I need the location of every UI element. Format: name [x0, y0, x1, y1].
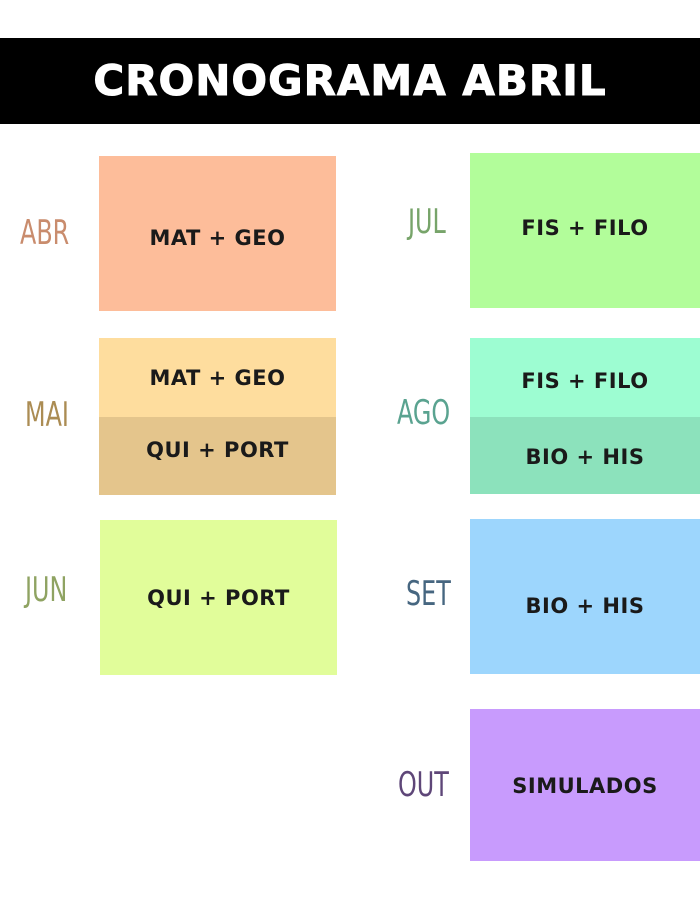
subject-label: QUI + PORT: [147, 585, 290, 610]
subject-segment: QUI + PORT: [100, 520, 337, 675]
subject-segment: BIO + HIS: [470, 417, 700, 494]
subject-segment: MAT + GEO: [99, 338, 336, 417]
schedule-block-out: SIMULADOS: [470, 709, 700, 861]
month-label-out: OUT: [398, 765, 449, 805]
header-banner: CRONOGRAMA ABRIL: [0, 38, 700, 124]
subject-segment: QUI + PORT: [99, 417, 336, 495]
schedule-block-mai: MAT + GEO QUI + PORT: [99, 338, 336, 495]
month-label-abr: ABR: [20, 213, 70, 253]
subject-label: MAT + GEO: [149, 365, 286, 390]
month-label-jun: JUN: [25, 570, 68, 610]
subject-label: QUI + PORT: [146, 438, 289, 462]
schedule-block-jun: QUI + PORT: [100, 520, 337, 675]
subject-segment: MAT + GEO: [99, 156, 336, 311]
subject-label: BIO + HIS: [525, 444, 645, 469]
page-title: CRONOGRAMA ABRIL: [93, 56, 607, 105]
subject-label: FIS + FILO: [521, 368, 649, 393]
subject-label: FIS + FILO: [521, 215, 649, 240]
schedule-block-jul: FIS + FILO: [470, 153, 700, 308]
month-label-ago: AGO: [397, 393, 451, 433]
subject-segment: FIS + FILO: [470, 338, 700, 417]
subject-label: BIO + HIS: [525, 593, 645, 618]
subject-segment: SIMULADOS: [470, 709, 700, 861]
schedule-block-abr: MAT + GEO: [99, 156, 336, 311]
subject-label: SIMULADOS: [512, 774, 658, 798]
subject-segment: BIO + HIS: [470, 519, 700, 674]
month-label-set: SET: [406, 574, 451, 614]
month-label-jul: JUL: [408, 202, 446, 242]
schedule-block-ago: FIS + FILO BIO + HIS: [470, 338, 700, 494]
month-label-mai: MAI: [25, 395, 69, 435]
schedule-block-set: BIO + HIS: [470, 519, 700, 674]
subject-label: MAT + GEO: [149, 225, 286, 250]
subject-segment: FIS + FILO: [470, 153, 700, 308]
